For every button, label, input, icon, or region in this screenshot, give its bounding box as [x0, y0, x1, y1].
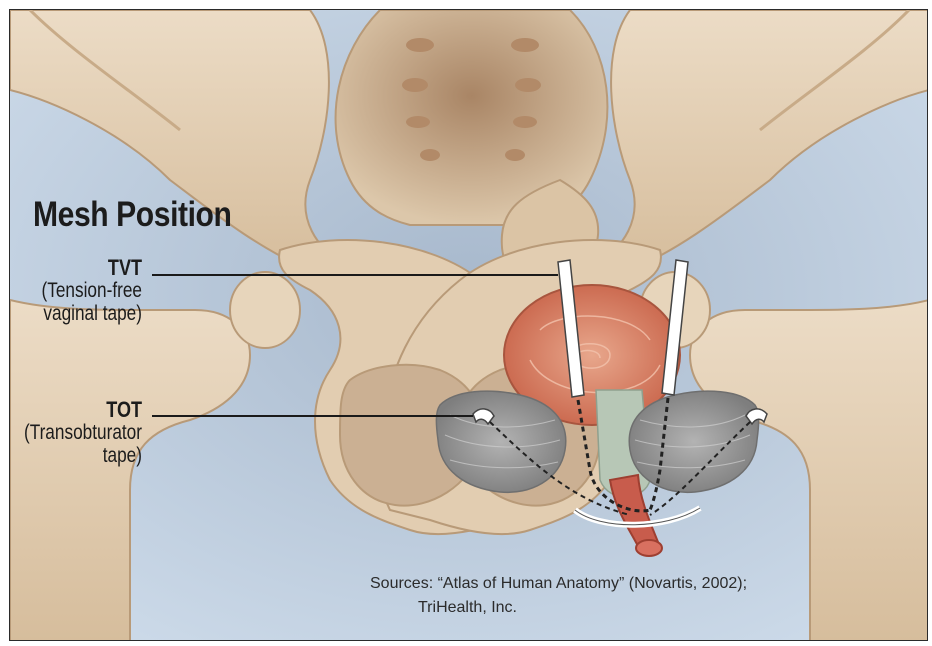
tvt-abbreviation: TVT: [0, 256, 142, 279]
tvt-label: TVT (Tension-free vaginal tape): [0, 256, 142, 325]
anatomy-illustration: [9, 9, 928, 641]
tvt-description-line1: (Tension-free: [0, 279, 142, 302]
sources-line1: Sources: “Atlas of Human Anatomy” (Novar…: [370, 575, 747, 592]
tot-description-line2: tape): [0, 444, 142, 467]
tot-abbreviation: TOT: [0, 398, 142, 421]
tvt-description-line2: vaginal tape): [0, 302, 142, 325]
tot-description-line1: (Transobturator: [0, 421, 142, 444]
pelvis-diagram: [10, 10, 928, 641]
figure-title: Mesh Position: [33, 195, 231, 235]
sources-note: Sources: “Atlas of Human Anatomy” (Novar…: [370, 572, 747, 620]
tot-label: TOT (Transobturator tape): [0, 398, 142, 467]
sources-line2: TriHealth, Inc.: [370, 596, 747, 620]
left-femoral-head: [230, 272, 300, 348]
urethra-opening: [636, 540, 662, 556]
